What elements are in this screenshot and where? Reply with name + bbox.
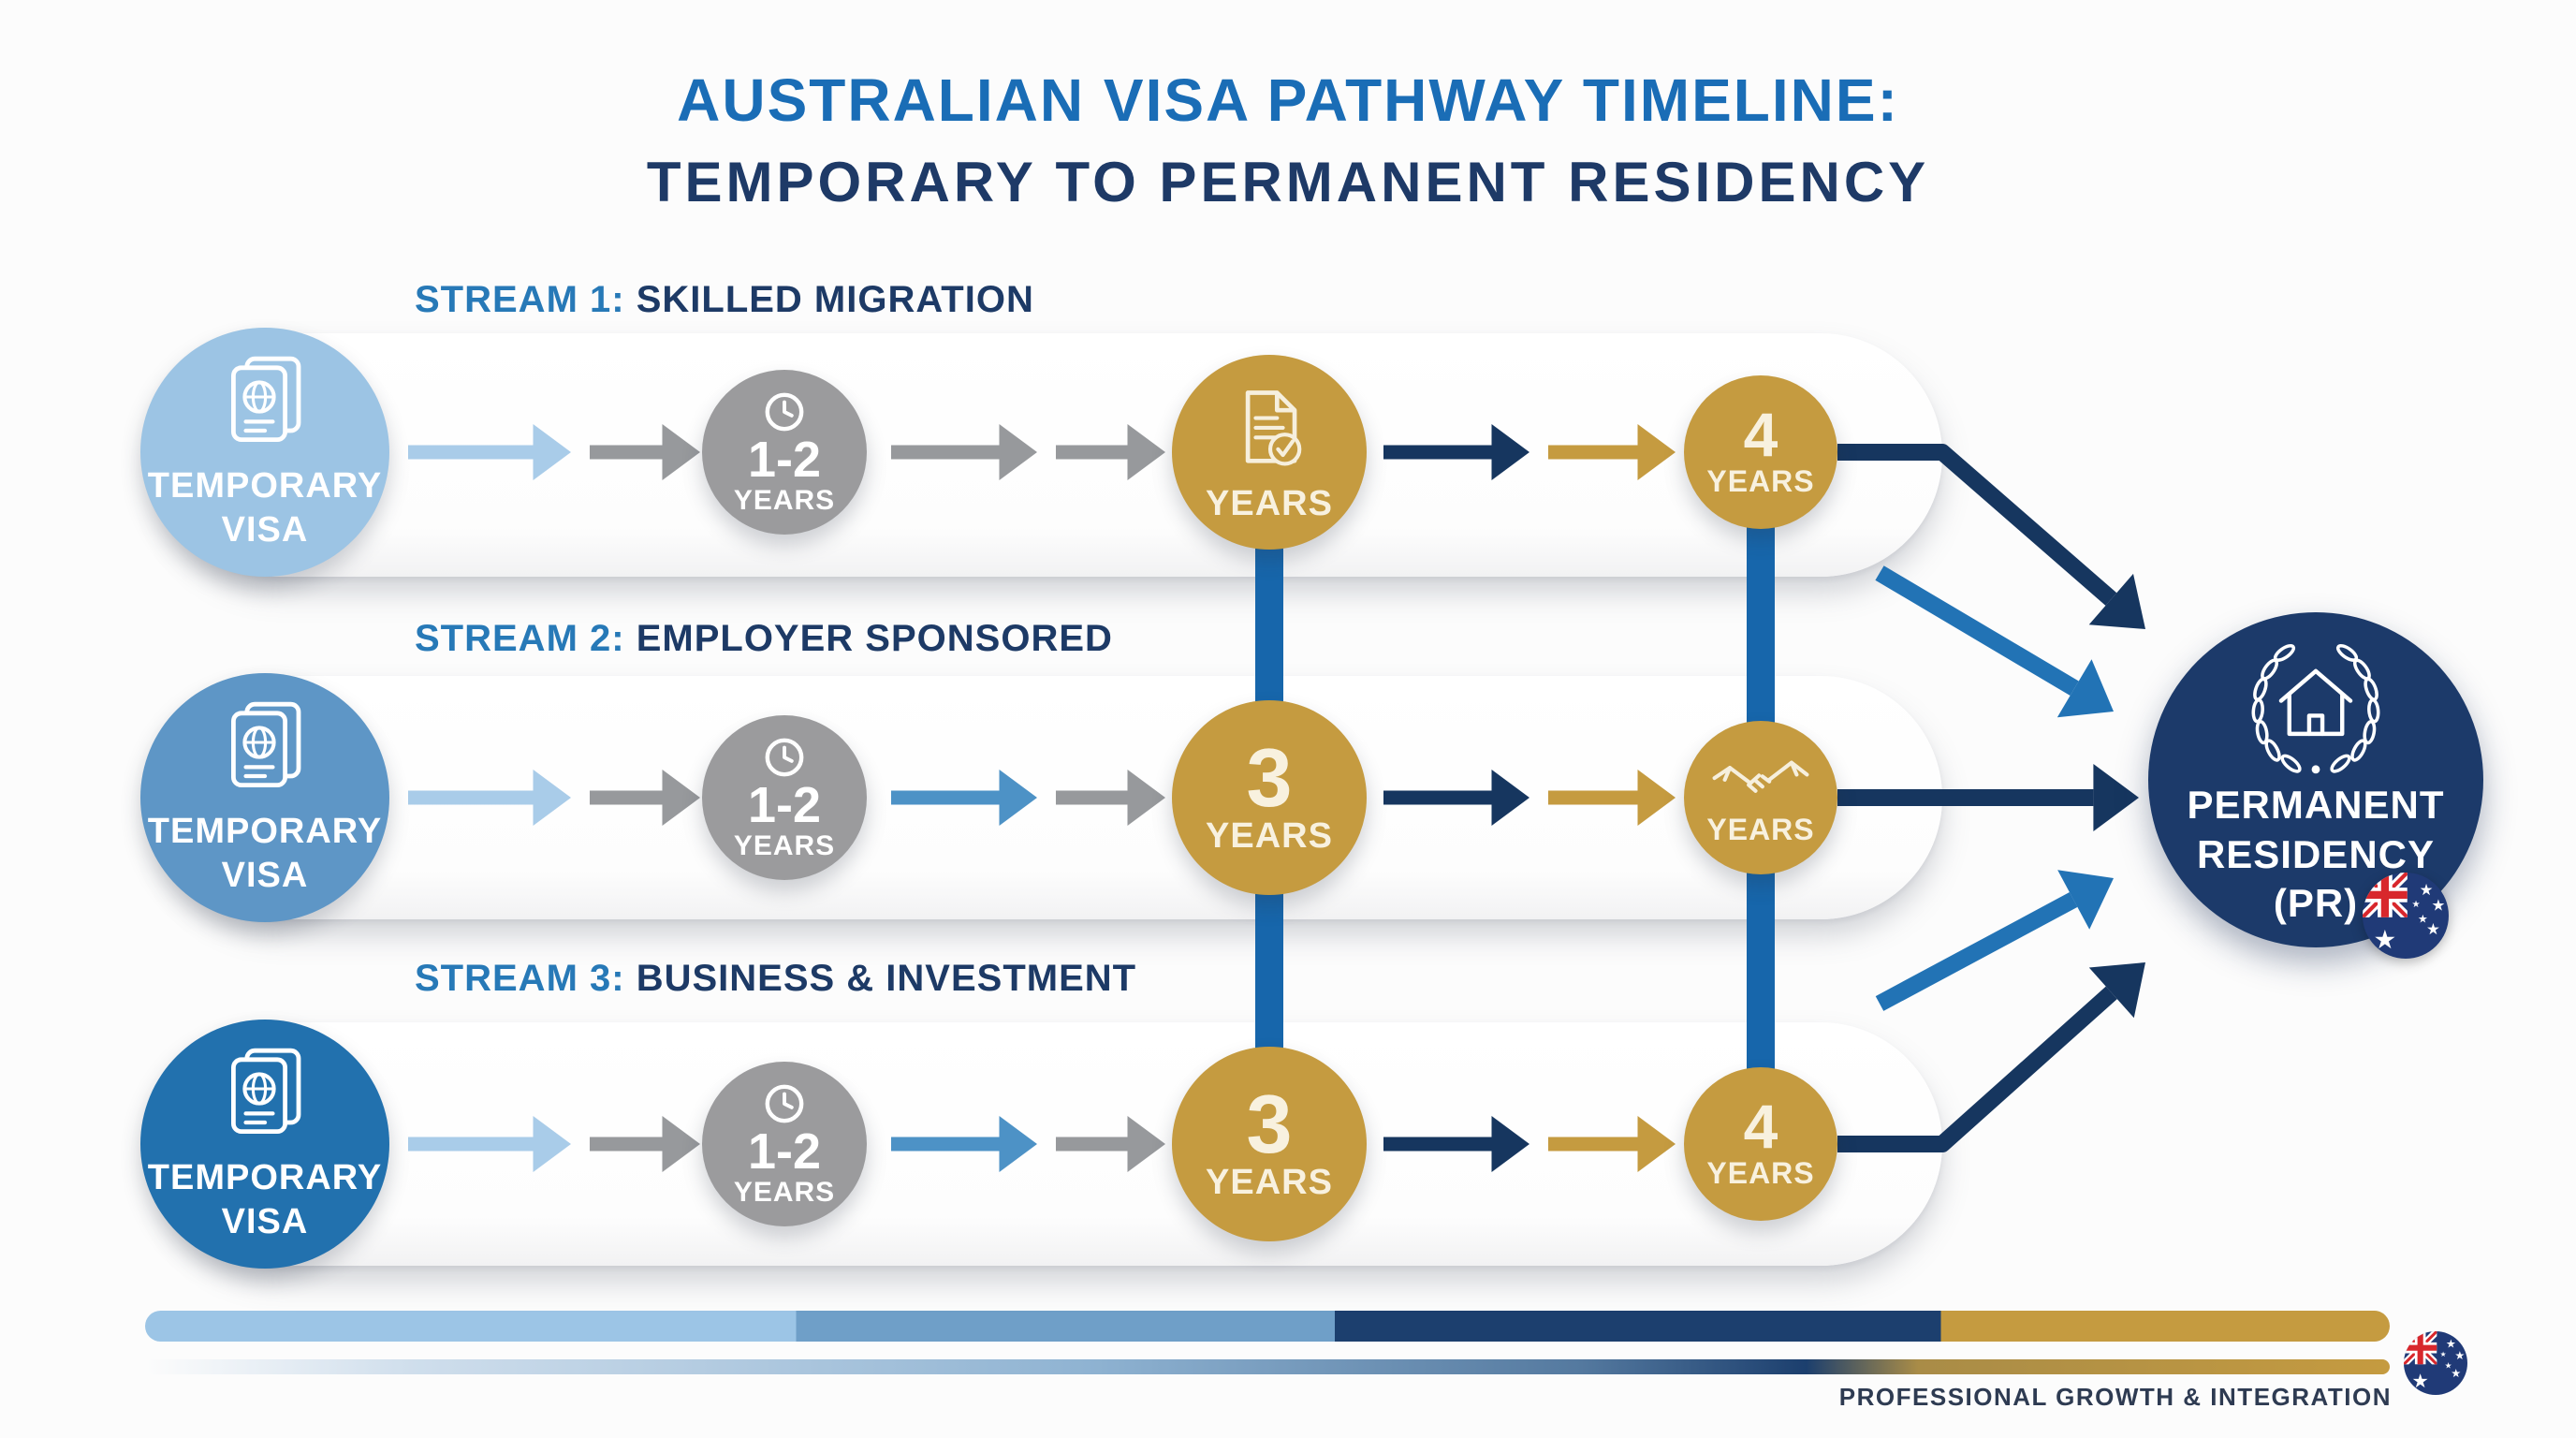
australian-flag-icon: [2363, 873, 2449, 959]
stage-value: 3: [1246, 1077, 1293, 1170]
stream-1-label: STREAM 1: SKILLED MIGRATION: [415, 279, 1034, 321]
temporary-visa-label: TEMPORARY VISA: [147, 1157, 383, 1242]
stream2-3-years-node: 3 YEARS: [1172, 700, 1367, 895]
timeline-gradient-bar: [145, 1359, 2390, 1374]
stream-3-label-prefix: STREAM 3:: [415, 958, 625, 999]
title-line-2: TEMPORARY TO PERMANENT RESIDENCY: [646, 151, 1930, 213]
stage-unit: YEARS: [1706, 463, 1815, 498]
passport-icon: [231, 1048, 301, 1134]
stage-unit: YEARS: [1206, 816, 1333, 857]
stage-value: 1-2: [747, 1123, 822, 1181]
title-line-1: AUSTRALIAN VISA PATHWAY TIMELINE:: [677, 66, 1899, 134]
temporary-visa-label: TEMPORARY VISA: [147, 465, 383, 550]
stream3-wait-1-2-years-node: 1-2 YEARS: [702, 1062, 867, 1226]
stream-2-label-prefix: STREAM 2:: [415, 618, 625, 659]
stream2-wait-1-2-years-node: 1-2 YEARS: [702, 715, 867, 880]
stream3-4-years-node: 4 YEARS: [1684, 1067, 1837, 1221]
stage-unit: YEARS: [733, 1176, 836, 1208]
stage-unit: YEARS: [1706, 1155, 1815, 1190]
stream1-application-years-node: YEARS: [1172, 355, 1367, 550]
stage-value: 4: [1743, 400, 1778, 470]
clock-icon: [765, 738, 804, 777]
stage-value: 4: [1743, 1092, 1778, 1162]
stream1-wait-1-2-years-node: 1-2 YEARS: [702, 370, 867, 535]
clock-icon: [765, 1084, 804, 1123]
stream3-temporary-visa-node: TEMPORARY VISA: [140, 1020, 389, 1269]
stream2-agreement-years-node: YEARS: [1684, 721, 1837, 874]
stream3-3-years-node: 3 YEARS: [1172, 1047, 1367, 1241]
document-check-icon: [1245, 389, 1302, 465]
passport-icon: [231, 701, 301, 787]
stream-1-label-prefix: STREAM 1:: [415, 279, 625, 320]
stream2-temporary-visa-node: TEMPORARY VISA: [140, 673, 389, 922]
stream-3-label-name: BUSINESS & INVESTMENT: [636, 958, 1137, 999]
permanent-residency-label: PERMANENT RESIDENCY (PR): [2187, 783, 2445, 925]
stream-2-label: STREAM 2: EMPLOYER SPONSORED: [415, 618, 1113, 660]
stream-2-label-name: EMPLOYER SPONSORED: [636, 618, 1113, 659]
stream-1-label-name: SKILLED MIGRATION: [636, 279, 1034, 320]
stage-unit: YEARS: [733, 829, 836, 861]
handshake-icon: [1712, 760, 1809, 793]
stage-unit: YEARS: [733, 484, 836, 516]
stream1-4-years-node: 4 YEARS: [1684, 375, 1837, 529]
stage-unit: YEARS: [1206, 1163, 1333, 1203]
laurel-house-icon: [2251, 643, 2380, 774]
timeline-progress-bar: [145, 1311, 2390, 1342]
stream-1-track: [159, 333, 1942, 577]
stream1-temporary-visa-node: TEMPORARY VISA: [140, 328, 389, 577]
stage-unit: YEARS: [1206, 483, 1333, 523]
stage-value: 3: [1246, 730, 1293, 824]
stage-value: 1-2: [747, 777, 822, 834]
stage-value: 1-2: [747, 432, 822, 489]
clock-icon: [765, 392, 804, 432]
stream-3-track: [159, 1022, 1942, 1266]
temporary-visa-label: TEMPORARY VISA: [147, 811, 383, 896]
stream-3-label: STREAM 3: BUSINESS & INVESTMENT: [415, 958, 1136, 1000]
footer-tagline: PROFESSIONAL GROWTH & INTEGRATION: [1838, 1383, 2392, 1411]
passport-icon: [231, 356, 301, 442]
stream-2-track: [159, 676, 1942, 919]
stage-unit: YEARS: [1706, 812, 1815, 846]
australian-flag-icon: [2404, 1331, 2467, 1395]
page-title: AUSTRALIAN VISA PATHWAY TIMELINE: TEMPOR…: [0, 66, 2576, 214]
